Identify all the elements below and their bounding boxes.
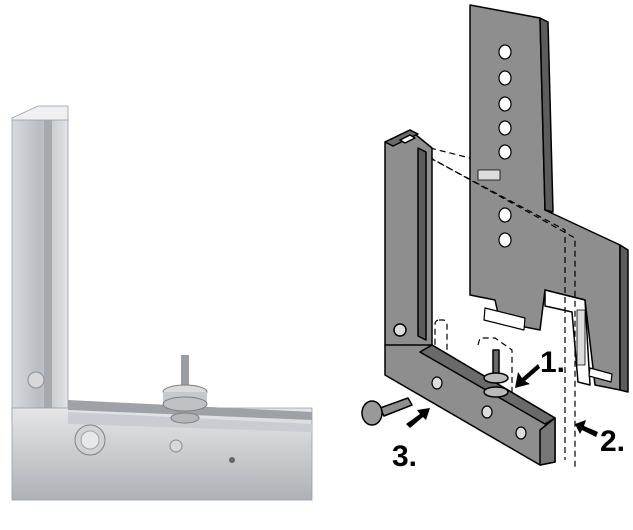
step-1-label: 1.	[540, 346, 565, 379]
thumb-screw-nut	[483, 349, 509, 398]
arrow-step2-icon	[575, 420, 598, 437]
arrow-icons	[406, 364, 598, 437]
step-3-label: 3.	[392, 440, 417, 473]
arrow-step3-icon	[406, 408, 430, 428]
square-frame	[384, 129, 556, 466]
thumb-screw-photo	[162, 355, 208, 424]
loose-thumb-screw	[361, 397, 413, 426]
gauge-plate	[469, 4, 629, 393]
exploded-diagram	[361, 4, 629, 468]
arrow-step1-icon	[515, 364, 540, 388]
step-2-label: 2.	[600, 425, 625, 458]
product-photo-square	[11, 105, 313, 501]
